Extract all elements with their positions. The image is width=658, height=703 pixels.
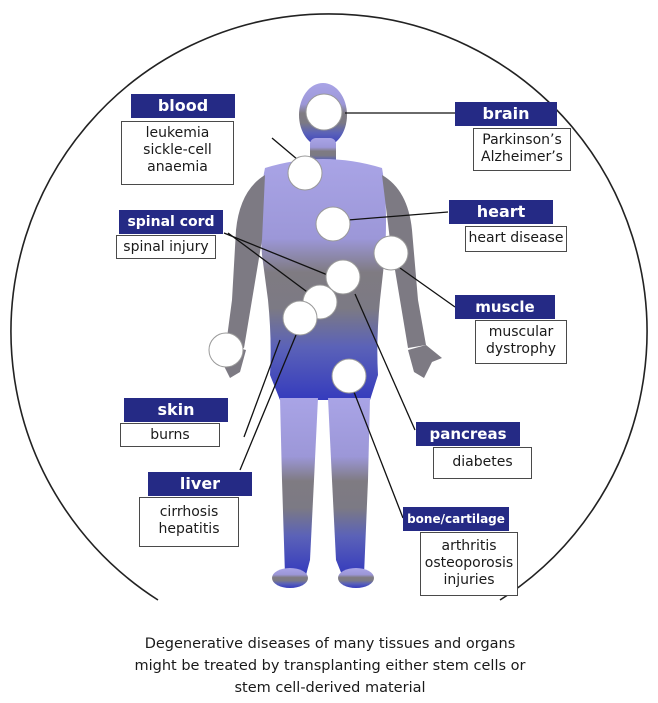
disease-text: diabetes <box>434 454 531 471</box>
disease-text: burns <box>121 427 219 444</box>
diseases-blood: leukemia sickle-cell anaemia <box>121 121 234 185</box>
caption-line: might be treated by transplanting either… <box>40 655 620 677</box>
label-heart: heart <box>449 200 553 224</box>
caption-line: Degenerative diseases of many tissues an… <box>40 633 620 655</box>
diseases-skin: burns <box>120 423 220 447</box>
disease-text: sickle-cell <box>122 142 233 159</box>
disease-text: heart disease <box>466 230 566 247</box>
disease-text: dystrophy <box>476 341 566 358</box>
diseases-pancreas: diabetes <box>433 447 532 479</box>
diseases-brain: Parkinson’s Alzheimer’s <box>473 128 571 171</box>
diseases-liver: cirrhosis hepatitis <box>139 497 239 547</box>
disease-text: Parkinson’s <box>474 132 570 149</box>
label-pancreas: pancreas <box>416 422 520 446</box>
disease-text: osteoporosis <box>421 555 517 572</box>
label-skin: skin <box>124 398 228 422</box>
disease-text: leukemia <box>122 125 233 142</box>
disease-text: injuries <box>421 572 517 589</box>
marker-bone <box>332 359 366 393</box>
disease-text: arthritis <box>421 538 517 555</box>
figure-caption: Degenerative diseases of many tissues an… <box>40 633 620 699</box>
marker-heart <box>316 207 350 241</box>
disease-text: spinal injury <box>117 239 215 256</box>
diseases-spinal-cord: spinal injury <box>116 235 216 259</box>
diseases-heart: heart disease <box>465 226 567 252</box>
disease-text: Alzheimer’s <box>474 149 570 166</box>
label-blood: blood <box>131 94 235 118</box>
label-muscle: muscle <box>455 295 555 319</box>
label-brain: brain <box>455 102 557 126</box>
label-liver: liver <box>148 472 252 496</box>
diseases-bone-cartilage: arthritis osteoporosis injuries <box>420 532 518 596</box>
caption-line: stem cell-derived material <box>40 677 620 699</box>
disease-text: cirrhosis <box>140 504 238 521</box>
disease-text: anaemia <box>122 159 233 176</box>
marker-skin <box>209 333 243 367</box>
marker-muscle <box>374 236 408 270</box>
label-spinal-cord: spinal cord <box>119 210 223 234</box>
marker-blood <box>288 156 322 190</box>
marker-brain <box>306 94 342 130</box>
disease-text: hepatitis <box>140 521 238 538</box>
label-bone-cartilage: bone/cartilage <box>403 507 509 531</box>
marker-liver <box>283 301 317 335</box>
disease-text: muscular <box>476 324 566 341</box>
diseases-muscle: muscular dystrophy <box>475 320 567 364</box>
